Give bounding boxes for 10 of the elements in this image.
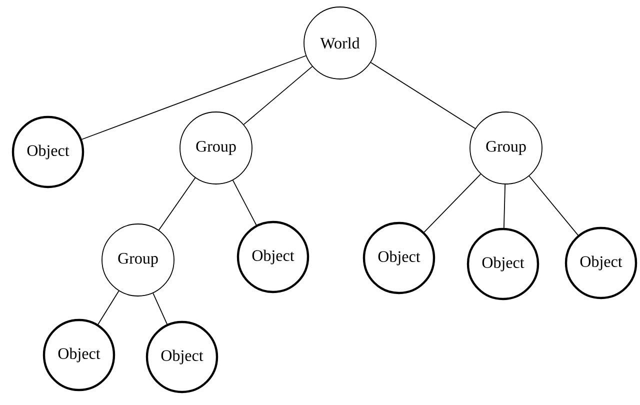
connector-line	[158, 177, 196, 231]
connector-line	[528, 176, 578, 236]
connector-line	[243, 66, 313, 125]
connector-line	[81, 55, 306, 140]
connector-line	[98, 290, 120, 325]
connector-line	[152, 292, 168, 325]
connector-line	[370, 62, 476, 129]
connector-line	[424, 174, 482, 233]
connector-line	[232, 180, 257, 226]
connector-line	[503, 184, 506, 228]
